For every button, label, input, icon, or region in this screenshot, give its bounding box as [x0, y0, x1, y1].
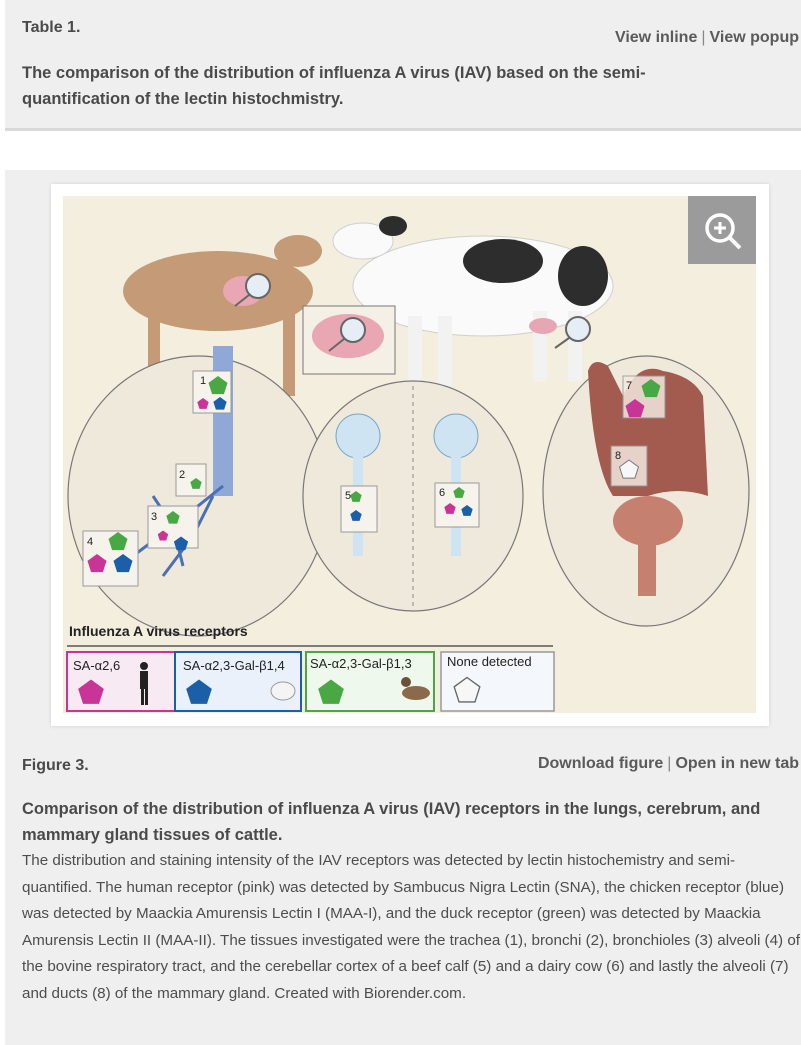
- figure-description-end: .: [461, 984, 467, 1002]
- magnifier-icons: [234, 273, 591, 352]
- receptor-legend: Influenza A virus receptors SA-α2,6 SA-α…: [66, 623, 555, 712]
- site-number-6: 6: [439, 487, 445, 499]
- figure-label: Figure 3.: [22, 757, 89, 774]
- legend-label-0: SA-α2,6: [73, 658, 120, 673]
- figure-description-text: The distribution and staining intensity …: [22, 852, 800, 1002]
- biorender-link[interactable]: Biorender.com: [363, 984, 462, 1002]
- table-caption: The comparison of the distribution of in…: [22, 64, 646, 108]
- link-separator: |: [701, 29, 706, 46]
- figure-panel: 1 2 3 4 5 6 7 8: [5, 170, 801, 1045]
- site-number-labels: 1 2 3 4 5 6 7 8: [87, 375, 632, 548]
- open-new-tab-link[interactable]: Open in new tab: [675, 755, 799, 772]
- legend-label-1: SA-α2,3-Gal-β1,4: [183, 658, 285, 673]
- zoom-button[interactable]: [688, 196, 756, 264]
- link-separator: |: [667, 755, 672, 772]
- site-number-5: 5: [345, 490, 351, 502]
- figure-description: The distribution and staining intensity …: [22, 848, 800, 1007]
- figure-frame[interactable]: 1 2 3 4 5 6 7 8: [51, 184, 769, 726]
- table-label: Table 1.: [22, 19, 81, 36]
- site-number-2: 2: [179, 469, 185, 481]
- legend-title: Influenza A virus receptors: [69, 623, 248, 639]
- figure-title: Comparison of the distribution of influe…: [22, 800, 761, 844]
- legend-label-3: None detected: [447, 654, 532, 669]
- site-number-4: 4: [87, 536, 93, 548]
- table-links: View inline|View popup: [615, 29, 799, 47]
- cow-illustration: [332, 216, 614, 386]
- human-icon: [140, 662, 148, 705]
- site-number-8: 8: [615, 450, 621, 462]
- chicken-icon: [270, 681, 296, 701]
- site-number-7: 7: [626, 380, 632, 392]
- legend-label-2: SA-α2,3-Gal-β1,3: [310, 656, 412, 671]
- download-figure-link[interactable]: Download figure: [537, 755, 664, 772]
- view-popup-link[interactable]: View popup: [709, 29, 799, 46]
- table-panel: Table 1. View inline|View popup The comp…: [5, 0, 801, 131]
- figure-links: Download figure|Open in new tab: [538, 755, 799, 773]
- duck-icon: [401, 677, 430, 700]
- cerebrum-panel: [302, 380, 524, 612]
- calf-illustration: [123, 235, 322, 396]
- view-inline-link[interactable]: View inline: [614, 29, 698, 46]
- figure-illustration: 1 2 3 4 5 6 7 8: [63, 196, 756, 713]
- mammary-panel: [542, 355, 750, 627]
- site-number-3: 3: [151, 511, 157, 523]
- site-number-1: 1: [200, 375, 206, 387]
